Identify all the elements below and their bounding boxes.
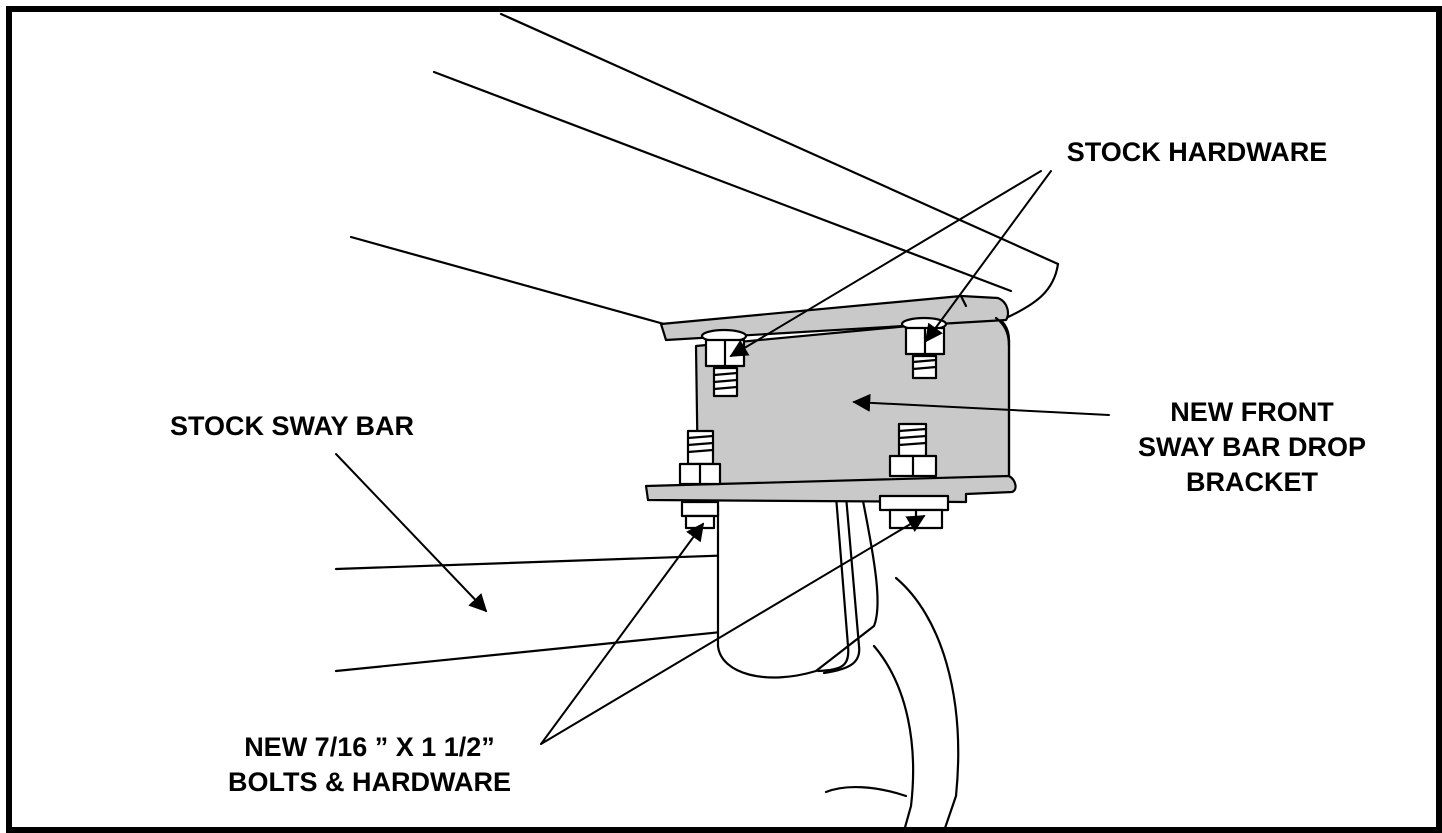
new-bolts: [678, 422, 950, 530]
leader-lines: [335, 170, 1110, 745]
leader-bolt-left: [540, 522, 705, 745]
leader-bolt-right: [540, 515, 926, 745]
label-bracket: NEW FRONT SWAY BAR DROP BRACKET: [1137, 397, 1367, 497]
diagram-frame: STOCK HARDWARE STOCK SWAY BAR NEW FRONT …: [6, 6, 1442, 833]
label-stock-hardware: STOCK HARDWARE: [1066, 137, 1328, 167]
leader-bracket: [852, 393, 1110, 416]
bushing-clamp: [716, 494, 879, 679]
drawing: [334, 12, 1110, 827]
label-stock-sway-bar: STOCK SWAY BAR: [169, 411, 415, 441]
end-link: [824, 576, 960, 827]
leader-sway-bar: [335, 453, 488, 613]
label-new-bolts: NEW 7/16 ” X 1 1/2” BOLTS & HARDWARE: [228, 732, 511, 797]
leader-stock-hw-right: [924, 170, 1052, 343]
new-bolt-right: [878, 422, 950, 530]
leader-stock-hw-left: [729, 170, 1042, 357]
frame-rails: [349, 12, 1060, 326]
new-bolt-left: [678, 429, 722, 530]
